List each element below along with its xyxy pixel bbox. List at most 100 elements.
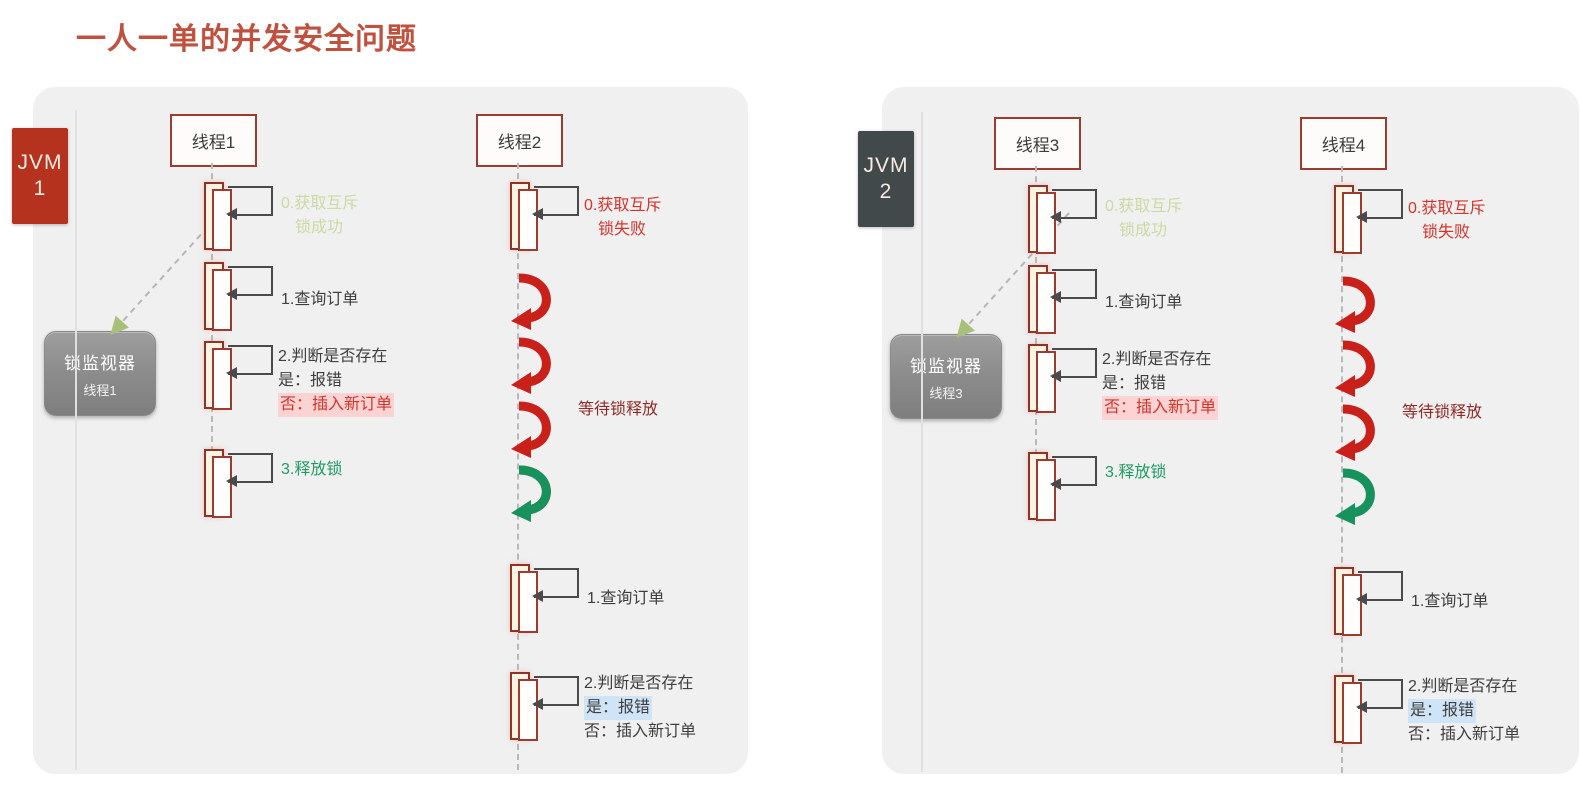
diagram-panel-jvm1 [33, 87, 748, 774]
step-line: 3.释放锁 [1105, 464, 1167, 481]
activation-bar-inner [1036, 192, 1056, 254]
step-label-release-lock: 3.释放锁 [281, 458, 342, 482]
wait-for-lock-label-2: 等待锁释放 [1402, 401, 1482, 425]
step-line: 1.查询订单 [281, 291, 359, 308]
lock-monitor-2: 锁监视器 线程3 [890, 334, 1002, 419]
step-line: 1.查询订单 [1105, 294, 1183, 311]
self-call-loop [1050, 189, 1097, 223]
activation-bar-inner [1036, 351, 1056, 413]
step-label-query-order: 1.查询订单 [281, 288, 358, 312]
lock-monitor-owner: 线程3 [929, 385, 963, 401]
step-line: 锁失败 [1422, 224, 1471, 241]
activation-bar-inner [1342, 574, 1362, 636]
step-label-query-order: 1.查询订单 [587, 587, 664, 611]
step-line: 是：报错 [1102, 375, 1167, 392]
activation-bar-inner [1342, 682, 1362, 744]
step-label-check-exists: 2.判断是否存在 是：报错 否：插入新订单 [278, 345, 395, 417]
step-label-release-lock: 3.释放锁 [1105, 461, 1166, 485]
step-line: 1.查询订单 [587, 590, 665, 607]
thread-box-label: 线程1 [191, 133, 236, 152]
wait-text: 等待锁释放 [578, 401, 659, 418]
page-title: 一人一单的并发安全问题 [76, 23, 417, 56]
activation-bar-inner [212, 456, 232, 518]
thread-box-4: 线程4 [1300, 117, 1387, 170]
self-call-loop [1356, 571, 1403, 605]
step-line: 2.判断是否存在 [1102, 351, 1212, 368]
step-label-check-exists: 2.判断是否存在 是：报错 否：插入新订单 [1102, 348, 1219, 420]
activation-bar-inner [518, 189, 538, 251]
step-line-highlighted: 是：报错 [584, 696, 653, 720]
jvm-box-1: JVM 1 [12, 128, 68, 224]
step-line-highlighted: 是：报错 [1408, 699, 1477, 723]
thread-box-1: 线程1 [170, 114, 257, 167]
lock-monitor-1: 锁监视器 线程1 [44, 331, 156, 416]
step-line: 0.获取互斥 [1408, 200, 1486, 217]
step-line-highlighted: 否：插入新订单 [1102, 396, 1219, 420]
step-label-acquire-success: 0.获取互斥 锁成功 [281, 192, 358, 240]
self-call-loop [226, 453, 273, 487]
jvm-label-line2: 2 [879, 180, 893, 203]
lock-monitor-title: 锁监视器 [910, 356, 982, 376]
activation-bar-inner [1036, 272, 1056, 334]
diagram-panel-jvm2 [882, 87, 1579, 774]
step-line: 0.获取互斥 [1105, 198, 1183, 215]
jvm-box-2: JVM 2 [858, 131, 914, 227]
jvm-label-line1: JVM [863, 153, 909, 177]
jvm-boundary-line-2 [921, 112, 923, 772]
activation-bar-inner [212, 269, 232, 331]
lifeline-thread-4 [1341, 166, 1343, 773]
self-call-loop [532, 676, 579, 710]
activation-bar-inner [1342, 192, 1362, 254]
thread-box-label: 线程2 [497, 133, 542, 152]
step-label-acquire-fail: 0.获取互斥 锁失败 [1408, 197, 1485, 245]
lock-monitor-owner: 线程1 [83, 382, 117, 398]
step-line: 锁成功 [295, 219, 344, 236]
self-call-loop [1050, 456, 1097, 490]
step-label-acquire-fail: 0.获取互斥 锁失败 [584, 194, 661, 242]
step-line: 0.获取互斥 [281, 195, 359, 212]
step-line: 否：插入新订单 [1408, 726, 1521, 743]
activation-bar-inner [212, 348, 232, 410]
thread-box-label: 线程4 [1321, 136, 1366, 155]
lifeline-thread-1 [211, 163, 213, 513]
activation-bar-inner [1036, 459, 1056, 521]
lock-monitor-title: 锁监视器 [64, 353, 136, 373]
lifeline-thread-3 [1035, 166, 1037, 516]
self-call-loop [226, 345, 273, 379]
step-line: 2.判断是否存在 [1408, 678, 1518, 695]
thread-box-label: 线程3 [1015, 136, 1060, 155]
wait-text: 等待锁释放 [1402, 404, 1483, 421]
lifeline-thread-2 [517, 163, 519, 770]
jvm-label-line2: 1 [33, 177, 47, 200]
step-line: 2.判断是否存在 [584, 675, 694, 692]
activation-bar-inner [518, 679, 538, 741]
step-line: 0.获取互斥 [584, 197, 662, 214]
self-call-loop [1356, 189, 1403, 223]
step-line: 锁成功 [1119, 222, 1168, 239]
step-line: 1.查询订单 [1411, 593, 1489, 610]
self-call-loop [1356, 679, 1403, 713]
step-line: 是：报错 [278, 372, 343, 389]
step-line: 锁失败 [598, 221, 647, 238]
thread-box-2: 线程2 [476, 114, 563, 167]
self-call-loop [226, 266, 273, 300]
thread-box-3: 线程3 [994, 117, 1081, 170]
step-line: 否：插入新订单 [584, 723, 697, 740]
self-call-loop [1050, 269, 1097, 303]
self-call-loop [532, 186, 579, 220]
jvm-boundary-line-1 [75, 110, 77, 770]
activation-bar-inner [212, 189, 232, 251]
step-label-acquire-success: 0.获取互斥 锁成功 [1105, 195, 1182, 243]
jvm-label-line1: JVM [17, 150, 63, 174]
self-call-loop [532, 568, 579, 602]
step-label-check-exists: 2.判断是否存在 是：报错 否：插入新订单 [1408, 675, 1520, 747]
step-line: 2.判断是否存在 [278, 348, 388, 365]
step-line-highlighted: 否：插入新订单 [278, 393, 395, 417]
step-label-check-exists: 2.判断是否存在 是：报错 否：插入新订单 [584, 672, 696, 744]
step-label-query-order: 1.查询订单 [1411, 590, 1488, 614]
activation-bar-inner [518, 571, 538, 633]
step-line: 3.释放锁 [281, 461, 343, 478]
retry-loop-arrows-1 [511, 273, 551, 522]
self-call-loop [226, 186, 273, 220]
retry-loop-arrows-2 [1335, 276, 1375, 525]
